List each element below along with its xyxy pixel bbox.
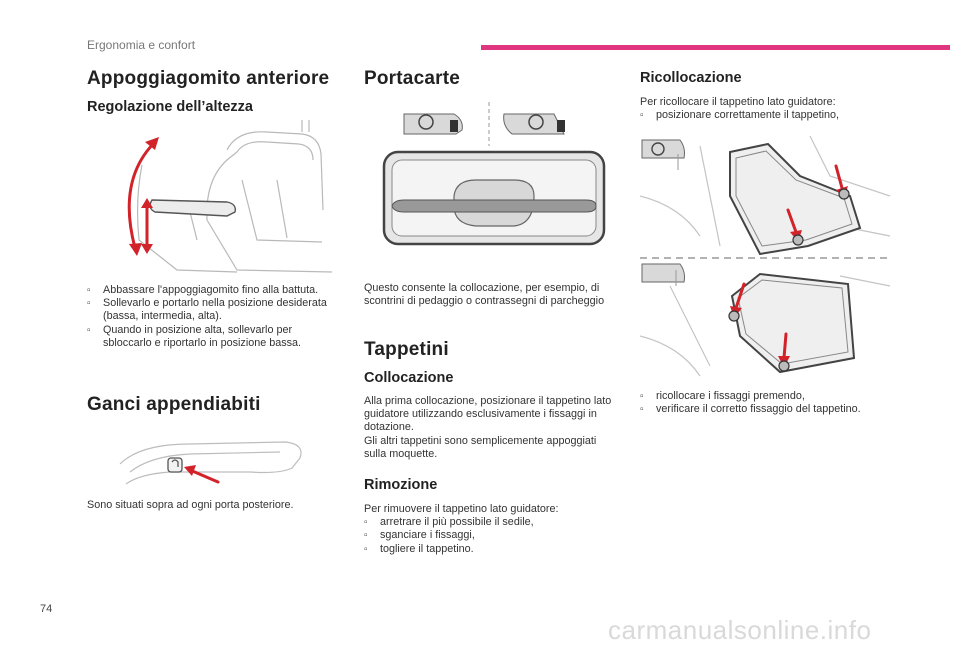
card-holder-title: Portacarte xyxy=(364,68,460,89)
card-holder-text: Questo consente la collocazione, per ese… xyxy=(364,282,605,308)
list-item: posizionare correttamente il tappetino, xyxy=(640,109,900,122)
section-title: Ergonomia e confort xyxy=(87,38,196,52)
card-holder-illustration xyxy=(364,96,614,266)
placement-text: Alla prima collocazione, posizionare il … xyxy=(364,395,616,461)
list-item: togliere il tappetino. xyxy=(364,543,616,556)
list-item: verificare il corretto fissaggio del tap… xyxy=(640,403,900,416)
list-item: Abbassare l'appoggiagomito fino alla bat… xyxy=(87,284,339,297)
armrest-instructions: Abbassare l'appoggiagomito fino alla bat… xyxy=(87,284,339,350)
mats-title: Tappetini xyxy=(364,339,449,360)
watermark: carmanualsonline.info xyxy=(608,615,872,645)
page-number: 74 xyxy=(40,603,53,615)
list-item: arretrare il più possibile il sedile, xyxy=(364,516,616,529)
placement-paragraph: Gli altri tappetini sono semplicemente a… xyxy=(364,434,597,460)
list-item: Quando in posizione alta, sollevarlo per… xyxy=(87,324,339,350)
list-item: ricollocare i fissaggi premendo, xyxy=(640,390,900,403)
armrest-illustration xyxy=(87,120,339,280)
removal-intro: Per rimuovere il tappetino lato guidator… xyxy=(364,503,559,515)
reinstall-intro: Per ricollocare il tappetino lato guidat… xyxy=(640,96,836,108)
list-item: sganciare i fissaggi, xyxy=(364,529,616,542)
hooks-title: Ganci appendiabiti xyxy=(87,394,261,415)
placement-paragraph: Alla prima collocazione, posizionare il … xyxy=(364,395,612,434)
armrest-title: Appoggiagomito anteriore xyxy=(87,68,330,89)
coat-hook-illustration xyxy=(110,424,310,494)
reinstall-intro-block: Per ricollocare il tappetino lato guidat… xyxy=(640,96,900,123)
reinstall-steps: ricollocare i fissaggi premendo, verific… xyxy=(640,390,900,417)
reinstall-title: Ricollocazione xyxy=(640,70,742,86)
removal-subtitle: Rimozione xyxy=(364,477,438,493)
list-item: Sollevarlo e portarlo nella posizione de… xyxy=(87,297,339,323)
section-accent-bar xyxy=(481,45,950,50)
floor-mat-illustration xyxy=(640,136,892,386)
height-adjust-subtitle: Regolazione dell’altezza xyxy=(87,99,253,115)
removal-text: Per rimuovere il tappetino lato guidator… xyxy=(364,503,616,556)
hooks-text: Sono situati sopra ad ogni porta posteri… xyxy=(87,499,294,511)
placement-subtitle: Collocazione xyxy=(364,370,454,386)
